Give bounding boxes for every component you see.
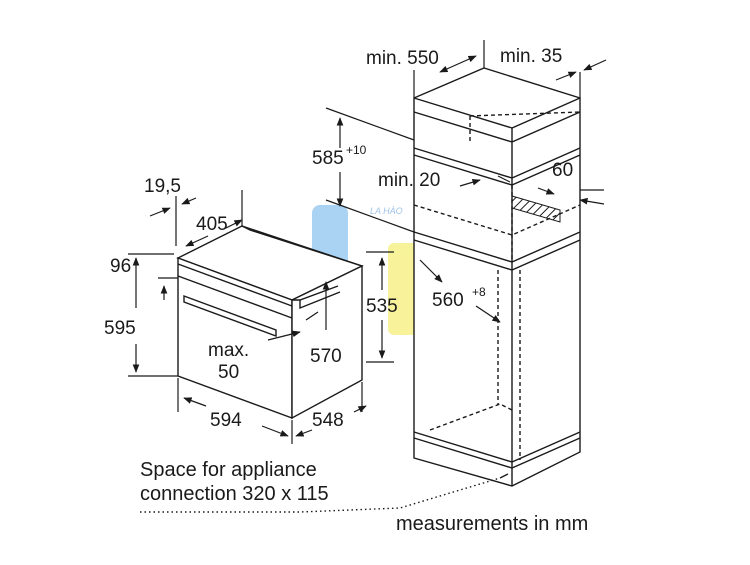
ventilation-slot bbox=[511, 195, 561, 223]
note-space-line2: connection 320 x 115 bbox=[140, 483, 329, 505]
label-min-20: min. 20 bbox=[378, 170, 440, 191]
note-measurements: measurements in mm bbox=[396, 513, 588, 535]
label-max-value: 50 bbox=[218, 362, 239, 383]
watermark-text: LA HÀO bbox=[370, 206, 403, 216]
tall-cabinet bbox=[413, 67, 581, 487]
label-19-5: 19,5 bbox=[144, 176, 181, 197]
label-min-35: min. 35 bbox=[500, 46, 562, 67]
label-548: 548 bbox=[312, 410, 344, 431]
note-space-line1: Space for appliance bbox=[140, 459, 317, 481]
label-560: 560 bbox=[432, 290, 464, 311]
label-min-550: min. 550 bbox=[366, 48, 439, 69]
label-405: 405 bbox=[196, 214, 228, 235]
label-535: 535 bbox=[366, 296, 398, 317]
label-60: 60 bbox=[552, 160, 573, 181]
dimension-lines bbox=[128, 40, 607, 444]
label-585: 585 bbox=[312, 148, 344, 169]
label-595: 595 bbox=[104, 318, 136, 339]
label-96: 96 bbox=[110, 256, 131, 277]
oven-appliance bbox=[176, 225, 364, 420]
label-570: 570 bbox=[310, 346, 342, 367]
label-max: max. bbox=[208, 340, 249, 361]
label-594: 594 bbox=[210, 410, 242, 431]
label-585-tolerance: +10 bbox=[346, 143, 367, 157]
label-560-tolerance: +8 bbox=[472, 285, 486, 299]
